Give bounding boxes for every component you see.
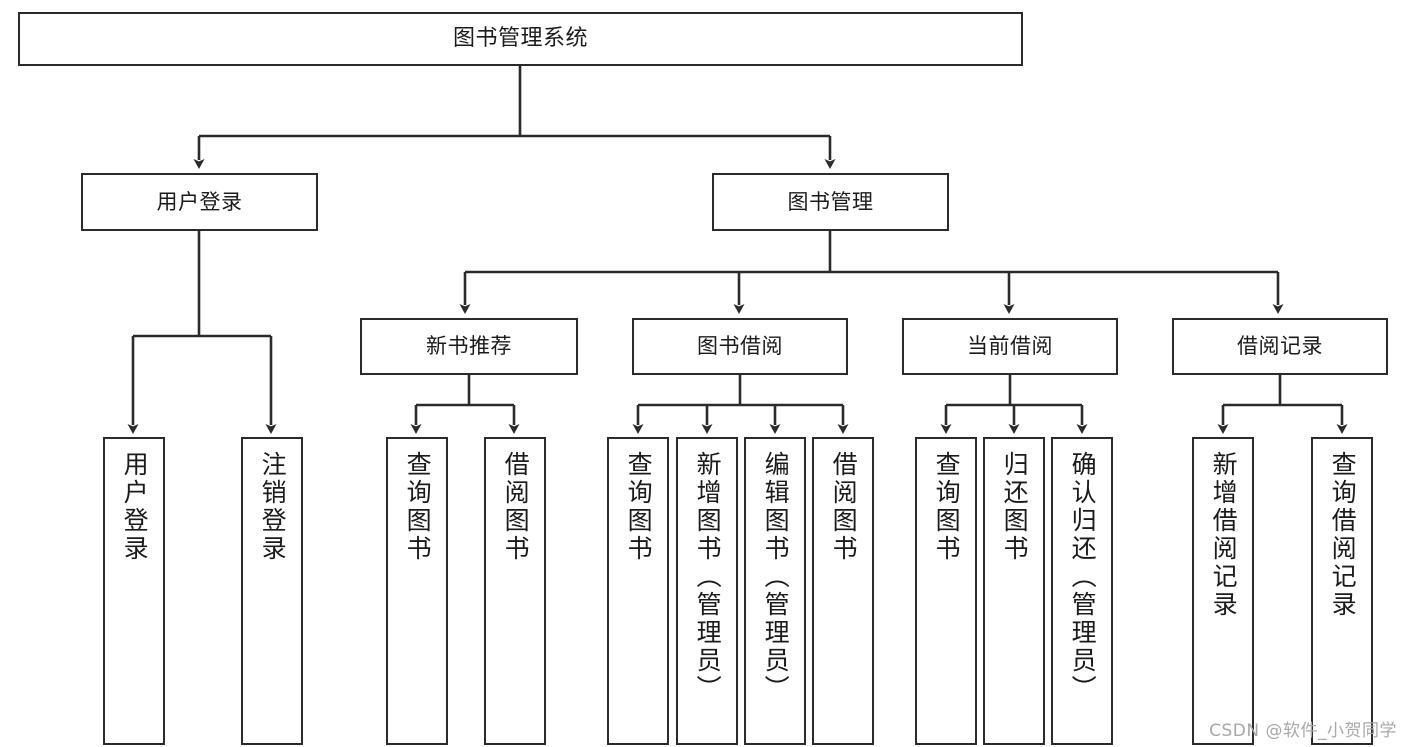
node-current-borrow[interactable]: 当前借阅 (902, 318, 1118, 375)
leaf-borrow-record-add-record[interactable]: 新增借阅记录 (1192, 437, 1254, 745)
node-user-login[interactable]: 用户登录 (81, 173, 318, 231)
node-label: 注销登录 (258, 451, 288, 563)
node-label: 新增图书（管理员） (693, 451, 723, 703)
node-book-management[interactable]: 图书管理 (712, 173, 949, 231)
node-label: 借阅图书 (829, 451, 859, 563)
node-label: 借阅图书 (501, 451, 531, 563)
leaf-current-borrow-confirm-return-admin[interactable]: 确认归还（管理员） (1051, 437, 1113, 745)
node-label: 查询图书 (624, 451, 654, 563)
leaf-book-borrow-edit-book-admin[interactable]: 编辑图书（管理员） (744, 437, 806, 745)
node-label: 新增借阅记录 (1209, 451, 1239, 619)
leaf-new-book-query-book[interactable]: 查询图书 (386, 437, 448, 745)
leaf-book-borrow-query-book[interactable]: 查询图书 (607, 437, 669, 745)
leaf-user-login-login[interactable]: 用户登录 (103, 437, 165, 745)
node-label: 用户登录 (120, 451, 150, 563)
leaf-book-borrow-add-book-admin[interactable]: 新增图书（管理员） (676, 437, 738, 745)
node-label: 查询图书 (403, 451, 433, 563)
node-label: 归还图书 (1000, 451, 1030, 563)
leaf-borrow-record-query-record[interactable]: 查询借阅记录 (1311, 437, 1373, 745)
node-borrow-record[interactable]: 借阅记录 (1172, 318, 1388, 375)
node-label: 编辑图书（管理员） (761, 451, 791, 703)
node-label: 新书推荐 (426, 334, 512, 359)
node-label: 用户登录 (156, 189, 243, 214)
leaf-current-borrow-query-book[interactable]: 查询图书 (915, 437, 977, 745)
leaf-user-login-logout[interactable]: 注销登录 (241, 437, 303, 745)
node-label: 借阅记录 (1237, 334, 1323, 359)
watermark-text: CSDN @软件_小贺同学 (1209, 721, 1397, 741)
node-new-book-recommend[interactable]: 新书推荐 (360, 318, 578, 375)
node-label: 图书借阅 (697, 334, 783, 359)
node-label: 查询借阅记录 (1328, 451, 1358, 619)
node-label: 图书管理 (787, 189, 874, 214)
leaf-book-borrow-borrow-book[interactable]: 借阅图书 (812, 437, 874, 745)
node-label: 确认归还（管理员） (1068, 451, 1098, 703)
node-label: 查询图书 (932, 451, 962, 563)
leaf-current-borrow-return-book[interactable]: 归还图书 (983, 437, 1045, 745)
node-book-borrow[interactable]: 图书借阅 (632, 318, 848, 375)
node-label: 图书管理系统 (452, 26, 588, 52)
node-root-book-management-system[interactable]: 图书管理系统 (18, 12, 1023, 66)
node-label: 当前借阅 (967, 334, 1053, 359)
leaf-new-book-borrow-book[interactable]: 借阅图书 (484, 437, 546, 745)
